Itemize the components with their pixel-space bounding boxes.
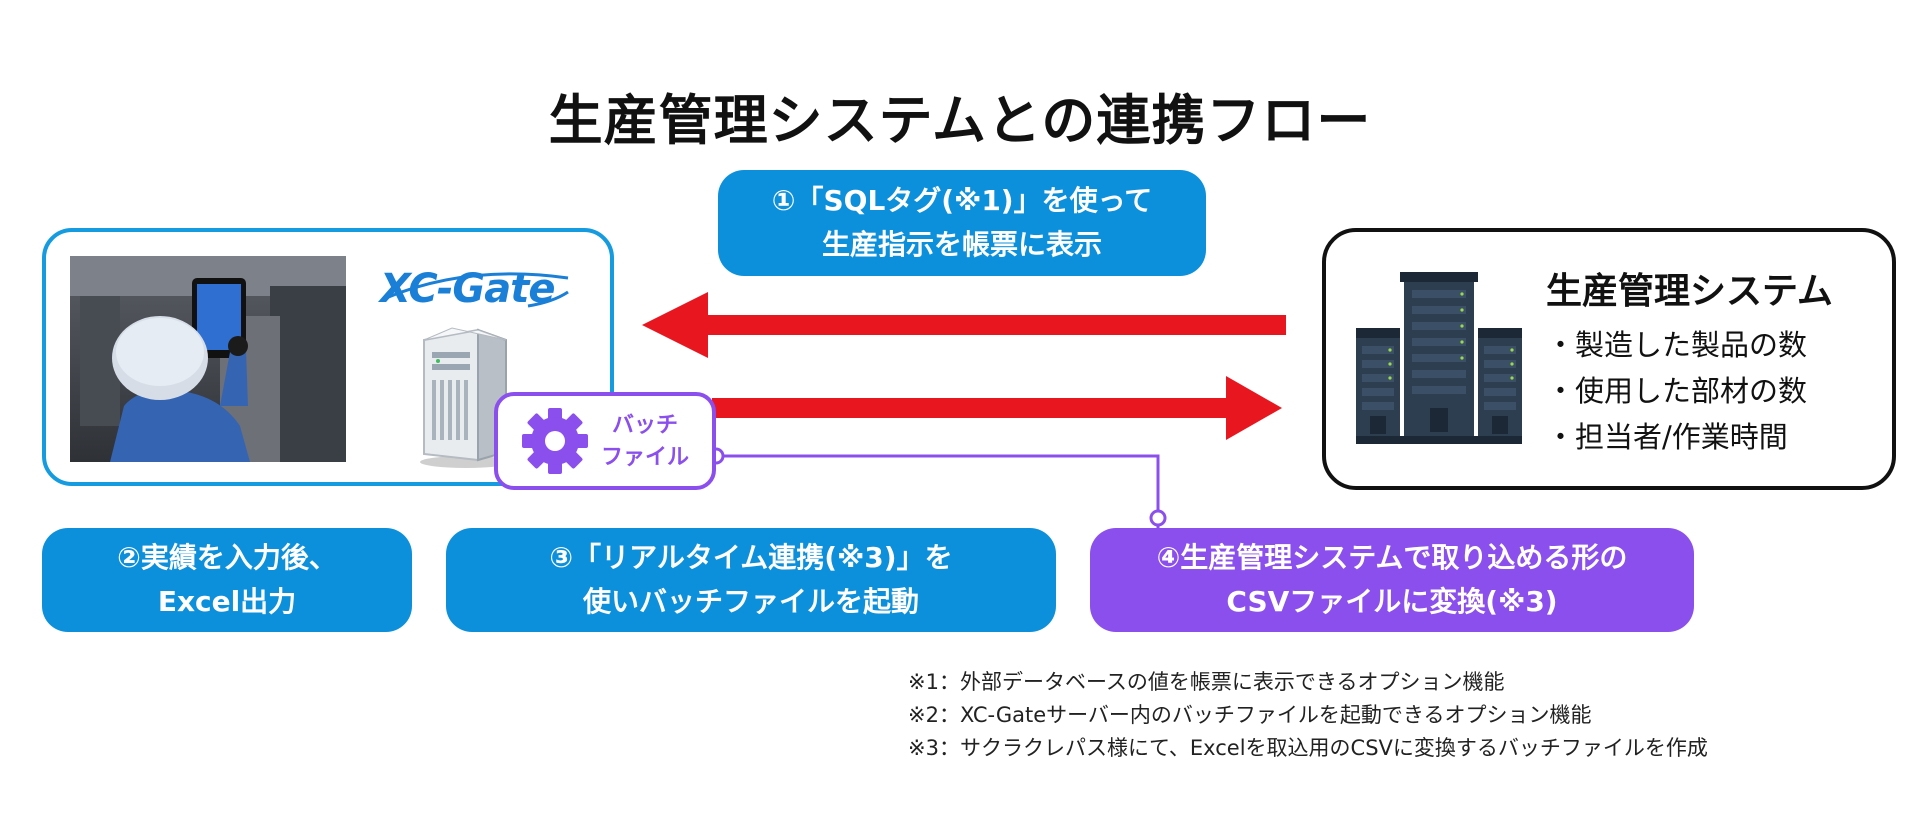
step1-label: ①「SQLタグ(※1)」を使って 生産指示を帳票に表示 [718, 170, 1206, 276]
server-rack-icon [1356, 272, 1522, 444]
batch-connector [707, 447, 1167, 528]
step3-label: ③「リアルタイム連携(※3)」を 使いバッチファイルを起動 [446, 528, 1056, 632]
step2-line2: Excel出力 [157, 585, 297, 618]
step4-line1: ④生産管理システムで取り込める形の [1156, 541, 1628, 574]
gear-icon [522, 408, 588, 474]
footnote-1: ※1：外部データベースの値を帳票に表示できるオプション機能 [908, 670, 1505, 694]
worker-photo [70, 256, 346, 462]
batch-file-label: バッチ ファイル [580, 410, 710, 474]
xc-gate-logo-swoosh [385, 272, 569, 308]
step4-label: ④生産管理システムで取り込める形の CSVファイルに変換(※3) [1090, 528, 1694, 632]
xc-gate-logo: XC-Gate [380, 266, 555, 312]
server-tower-icon [420, 327, 512, 468]
arrow-right [712, 376, 1282, 440]
step3-line2: 使いバッチファイルを起動 [582, 585, 919, 618]
footnote-3: ※3：サクラクレパス様にて、Excelを取込用のCSVに変換するバッチファイルを… [908, 736, 1708, 760]
step1-line1: ①「SQLタグ(※1)」を使って [771, 184, 1153, 217]
production-system-title: 生産管理システム [1546, 271, 1833, 312]
step3-line1: ③「リアルタイム連携(※3)」を [549, 541, 953, 574]
step1-line2: 生産指示を帳票に表示 [821, 228, 1102, 261]
step2-line1: ②実績を入力後、 [117, 541, 337, 574]
system-item-worker-time: ・担当者/作業時間 [1546, 420, 1788, 454]
batch-file-line1: バッチ [611, 413, 678, 438]
batch-file-line2: ファイル [600, 445, 689, 470]
arrow-left [642, 292, 1286, 358]
step4-line2: CSVファイルに変換(※3) [1226, 585, 1558, 618]
system-item-materials: ・使用した部材の数 [1546, 374, 1808, 408]
system-item-products: ・製造した製品の数 [1546, 328, 1808, 362]
footnote-2: ※2：XC-Gateサーバー内のバッチファイルを起動できるオプション機能 [908, 703, 1592, 727]
step2-label: ②実績を入力後、 Excel出力 [42, 528, 412, 632]
diagram-title: 生産管理システムとの連携フロー [548, 89, 1372, 152]
